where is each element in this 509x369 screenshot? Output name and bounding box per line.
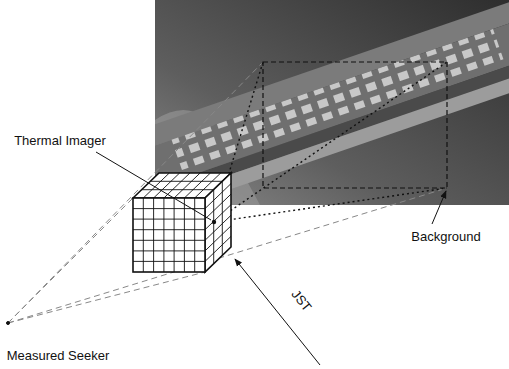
imager-label: Thermal Imager [12,133,108,148]
seeker-rays [8,62,447,323]
leader-lines [7,152,447,365]
seeker-label: Measured Seeker [5,348,112,363]
imager-rays [214,62,447,222]
background-label: Background [409,229,482,244]
thermal-image [155,0,509,205]
jst-cube [133,173,231,272]
jst-label: JST [288,285,317,316]
